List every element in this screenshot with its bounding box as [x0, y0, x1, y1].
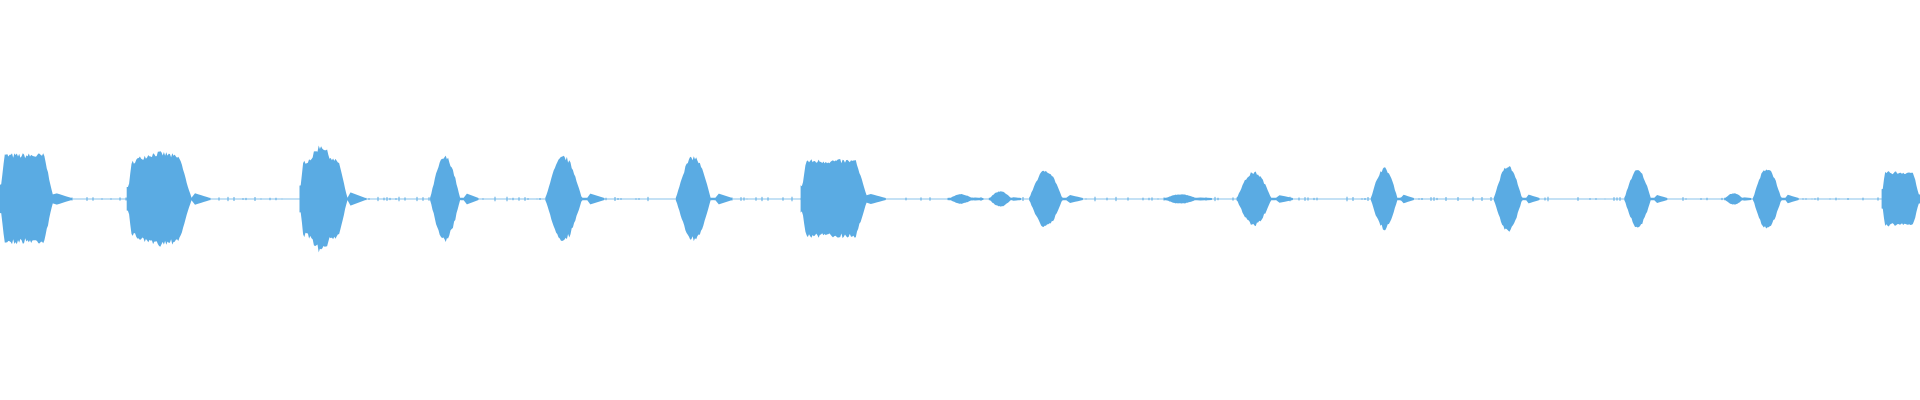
waveform-segment	[1724, 193, 1751, 205]
waveform-segment	[675, 156, 733, 242]
waveform-segment	[948, 194, 984, 204]
waveform-segment	[430, 155, 479, 242]
waveform-segment	[988, 191, 1022, 207]
waveform-segment	[1236, 171, 1293, 227]
waveform-segment	[1624, 170, 1668, 228]
waveform-segment	[545, 155, 605, 241]
waveform-segment	[1163, 194, 1212, 204]
waveform-segment	[1370, 167, 1414, 231]
waveform-segment	[0, 153, 72, 245]
waveform-segment	[126, 151, 210, 247]
waveform-track	[0, 145, 1920, 253]
waveform-segment	[1881, 171, 1920, 227]
waveform-segment	[1753, 169, 1799, 229]
waveform-segment	[1493, 166, 1540, 232]
waveform-segment	[1029, 170, 1083, 227]
